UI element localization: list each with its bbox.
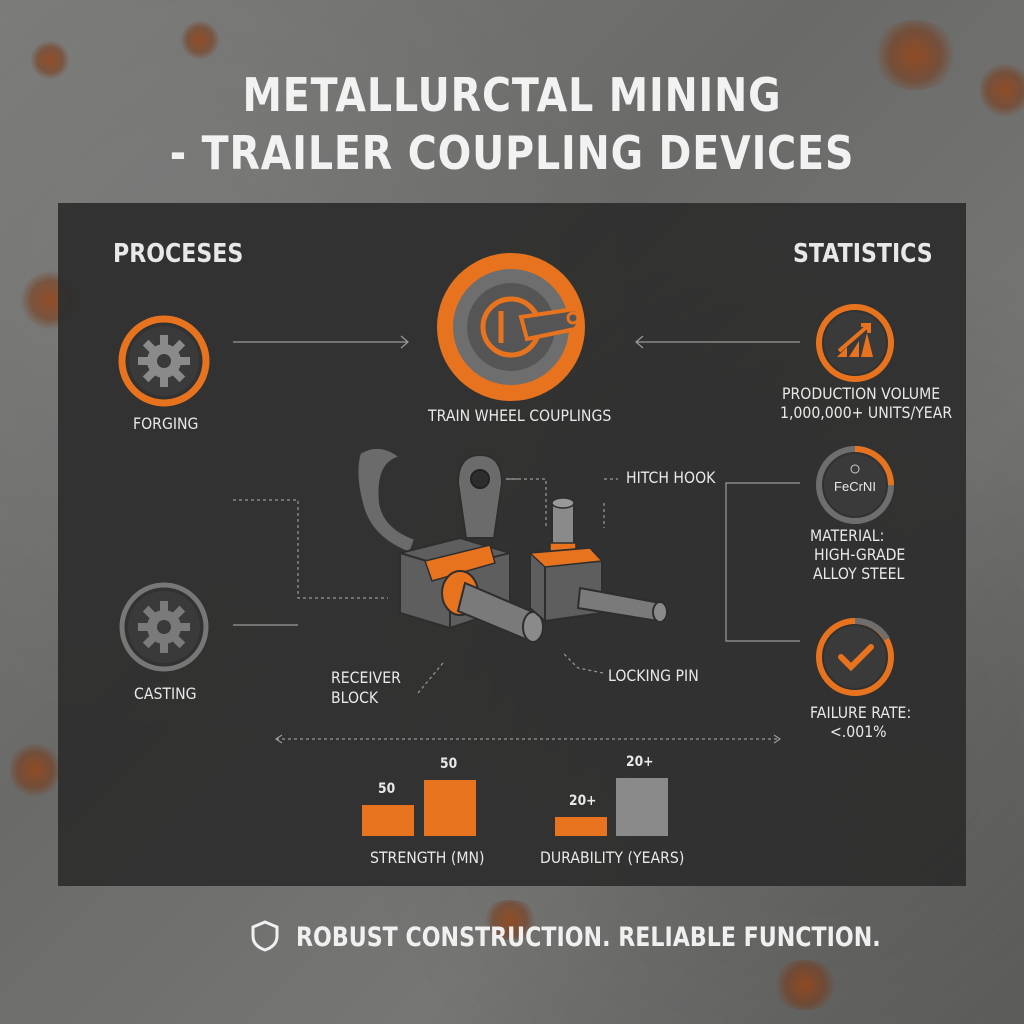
rust-spot: [480, 900, 540, 940]
material-line2: HIGH-GRADE: [814, 545, 906, 564]
material-line3: ALLOY STEEL: [813, 564, 905, 583]
statistics-heading: STATISTICS: [793, 239, 933, 269]
casting-label: CASTING: [134, 684, 197, 703]
connector-lines: [233, 335, 800, 744]
checkmark-icon: [816, 617, 894, 696]
chart-value-label: 20+: [569, 793, 597, 809]
train-wheel-couplings-label: TRAIN WHEEL COUPLINGS: [428, 406, 612, 425]
footer: ROBUST CONSTRUCTION. RELIABLE FUNCTION.: [250, 918, 881, 958]
material-line1: MATERIAL:: [810, 526, 885, 545]
gear-icon: [118, 315, 210, 407]
page-title-line1: METALLURCTAL MINING: [242, 68, 782, 122]
shield-icon: [251, 920, 279, 952]
locking-pin-label: LOCKING PIN: [608, 666, 699, 685]
forging-label: FORGING: [133, 414, 199, 433]
trend-up-icon: [816, 304, 894, 382]
page-title-line2: - TRAILER COUPLING DEVICES: [169, 126, 855, 180]
gear-icon: [119, 582, 209, 672]
chart-value-label: 50: [440, 756, 458, 772]
coupling-wheel-icon: [437, 253, 585, 401]
infographic-panel: PROCESES STATISTICS FORGING: [58, 203, 966, 886]
chart-bar: [362, 805, 414, 836]
chart-bar: [424, 780, 476, 836]
chart-bar: [555, 817, 607, 836]
alloy-icon: FeCrNI: [816, 446, 894, 524]
footer-tagline: ROBUST CONSTRUCTION. RELIABLE FUNCTION.: [296, 922, 881, 953]
rust-spot: [30, 40, 70, 80]
receiver-block-label-line2: BLOCK: [331, 688, 379, 707]
production-volume-line2: 1,000,000+ UNITS/YEAR: [780, 403, 953, 422]
rust-spot: [770, 960, 840, 1010]
processes-heading: PROCESES: [113, 239, 244, 269]
durability-axis-label: DURABILITY (YEARS): [540, 848, 685, 867]
hitch-hook-label: HITCH HOOK: [626, 468, 716, 487]
chart-value-label: 50: [378, 781, 396, 797]
rust-spot: [980, 60, 1024, 120]
production-volume-line1: PRODUCTION VOLUME: [782, 384, 941, 403]
coupling-assembly-illustration: [356, 446, 668, 643]
rust-spot: [870, 20, 960, 90]
receiver-block-label-line1: RECEIVER: [331, 668, 401, 687]
alloy-icon-text: FeCrNI: [834, 479, 876, 494]
strength-axis-label: STRENGTH (MN): [370, 848, 485, 867]
chart-bar: [616, 778, 668, 836]
rust-spot: [180, 20, 220, 60]
failure-rate-line2: <.001%: [830, 722, 887, 741]
rust-spot: [10, 740, 60, 800]
failure-rate-line1: FAILURE RATE:: [810, 703, 912, 722]
chart-value-label: 20+: [626, 754, 654, 770]
